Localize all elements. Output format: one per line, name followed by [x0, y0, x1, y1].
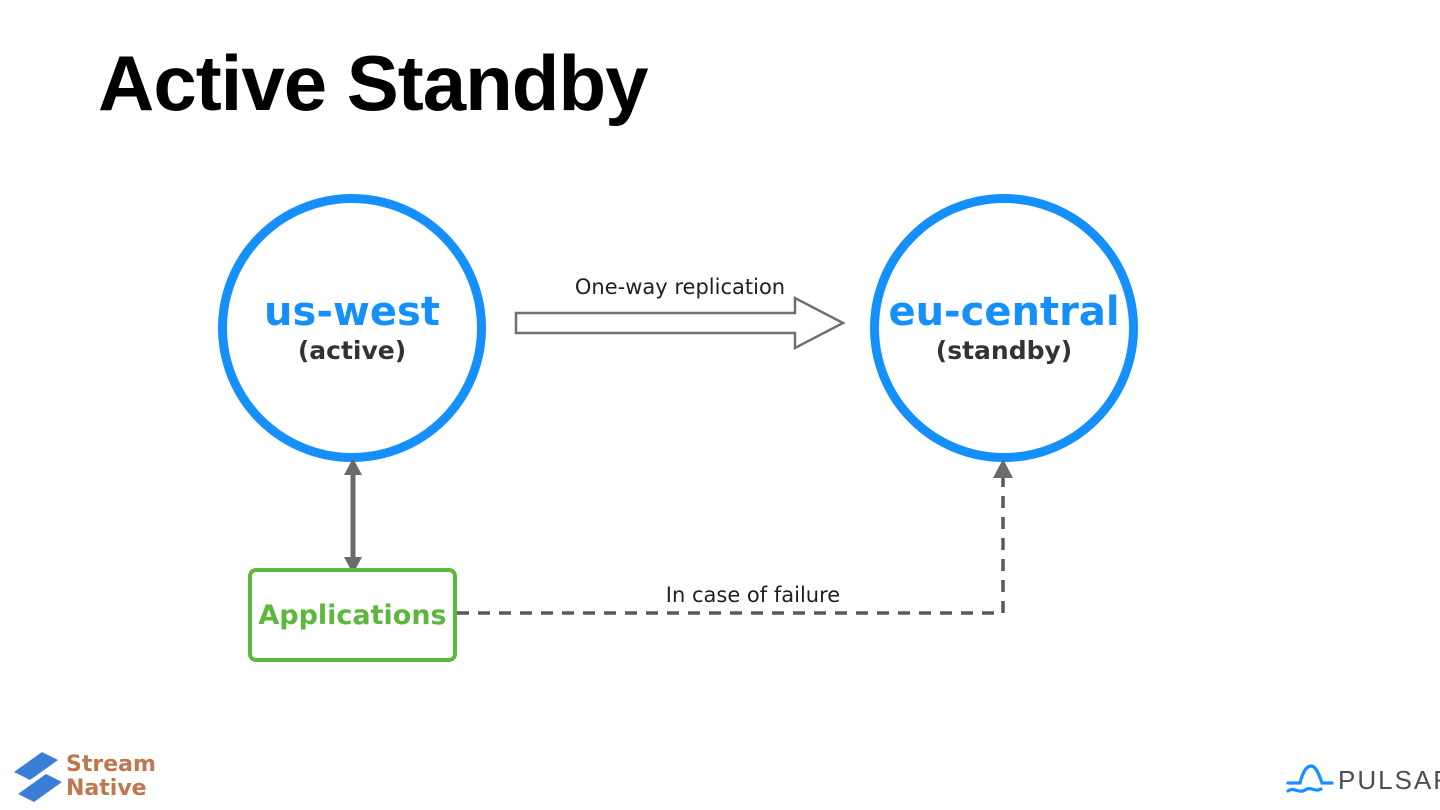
bidirectional-arrow-icon [344, 458, 362, 574]
streamnative-wordmark: Stream Native [66, 753, 156, 801]
cluster-us-west-name: us-west [264, 289, 440, 336]
streamnative-logo: Stream Native [12, 748, 156, 806]
failure-label: In case of failure [665, 583, 841, 607]
failover-dashed-connector [457, 459, 1013, 615]
cluster-eu-central-name: eu-central [888, 289, 1120, 336]
cluster-us-west-role: (active) [297, 336, 407, 366]
page-title: Active Standby [98, 39, 648, 127]
cluster-eu-central-role: (standby) [935, 336, 1073, 366]
pulsar-wordmark: PULSAR [1338, 764, 1440, 795]
applications-label: Applications [258, 599, 447, 631]
streamnative-s-icon [14, 752, 62, 802]
applications-box: Applications [248, 568, 457, 662]
replication-label: One-way replication [574, 275, 786, 299]
cluster-eu-central: eu-central (standby) [870, 194, 1138, 462]
cluster-us-west: us-west (active) [218, 194, 486, 462]
pulsar-wave-icon [1286, 764, 1334, 793]
streamnative-wordmark-line1: Stream [66, 752, 156, 777]
replication-arrow-icon [514, 295, 846, 351]
streamnative-wordmark-line2: Native [66, 776, 147, 801]
pulsar-logo: PULSAR [1286, 758, 1440, 802]
